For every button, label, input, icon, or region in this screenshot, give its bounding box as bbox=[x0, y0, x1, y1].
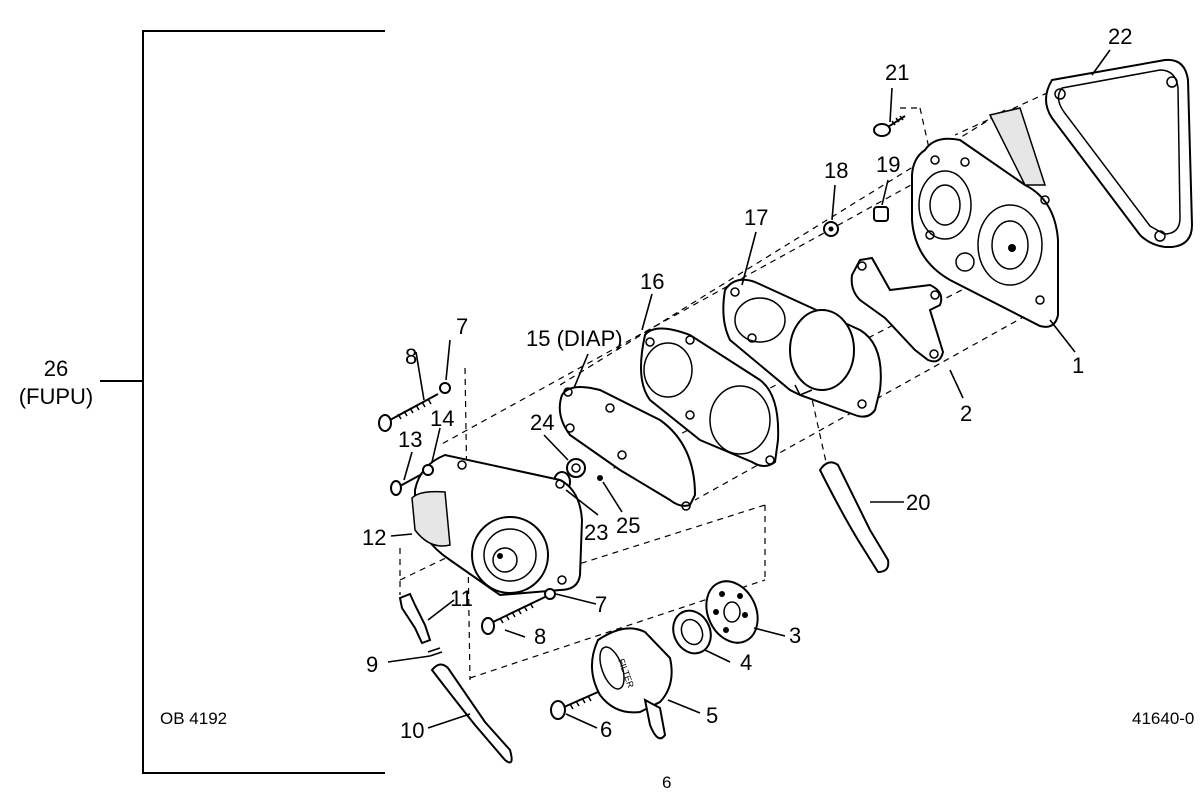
part-18-nut bbox=[823, 221, 839, 237]
callout-10: 10 bbox=[400, 718, 424, 743]
callout-12: 12 bbox=[362, 525, 386, 550]
callout-17: 17 bbox=[744, 205, 768, 230]
callout-20: 20 bbox=[906, 490, 930, 515]
part-6-screw bbox=[550, 691, 599, 720]
part-12-pump-cover bbox=[411, 453, 584, 597]
part-7-washer-lower bbox=[544, 588, 556, 600]
part-25-pin bbox=[597, 475, 603, 481]
callout-5: 5 bbox=[706, 703, 718, 728]
figure-ref-left: OB 4192 bbox=[160, 709, 227, 728]
part-4-gasket-ring bbox=[672, 609, 712, 655]
callout-labels: 22 21 19 18 17 16 15 (DIAP) 1 2 20 8 7 1… bbox=[362, 24, 1132, 743]
callout-7-lower: 7 bbox=[595, 592, 607, 617]
part-17-valve-body bbox=[722, 278, 882, 418]
callout-18: 18 bbox=[824, 158, 848, 183]
part-15-diaphragm bbox=[558, 385, 697, 511]
callout-16: 16 bbox=[640, 269, 664, 294]
callout-2: 2 bbox=[960, 401, 972, 426]
callout-15: 15 (DIAP) bbox=[526, 326, 623, 351]
part-24-nut bbox=[566, 458, 586, 478]
part-8-screw-lower bbox=[481, 596, 546, 635]
callout-24: 24 bbox=[530, 410, 554, 435]
part-5-filter-cover: FILTER bbox=[591, 627, 673, 740]
part-10-hose bbox=[430, 663, 513, 764]
assembly-name: (FUPU) bbox=[19, 384, 94, 409]
part-19-plug bbox=[873, 206, 889, 222]
figure-ref-right: 41640-0 bbox=[1132, 709, 1194, 728]
part-14-washer bbox=[422, 464, 434, 476]
callout-25: 25 bbox=[616, 513, 640, 538]
callout-1: 1 bbox=[1072, 353, 1084, 378]
leader-lines bbox=[387, 49, 1111, 729]
callout-21: 21 bbox=[885, 60, 909, 85]
callout-6: 6 bbox=[600, 717, 612, 742]
part-16-gasket bbox=[640, 327, 780, 467]
callout-7-upper: 7 bbox=[456, 314, 468, 339]
callout-11: 11 bbox=[450, 586, 473, 611]
callout-14: 14 bbox=[430, 406, 454, 431]
part-7-washer-upper bbox=[439, 382, 451, 394]
assembly-bracket bbox=[100, 30, 385, 774]
part-9-clamp bbox=[427, 647, 443, 657]
callout-22: 22 bbox=[1108, 24, 1132, 49]
part-1-pump-body bbox=[911, 107, 1059, 328]
part-11-fitting bbox=[398, 592, 432, 645]
callout-9: 9 bbox=[366, 652, 378, 677]
callout-23: 23 bbox=[584, 520, 608, 545]
part-22-gasket bbox=[1045, 58, 1194, 248]
callout-13: 13 bbox=[398, 427, 422, 452]
callout-4: 4 bbox=[740, 650, 752, 675]
callout-19: 19 bbox=[876, 152, 900, 177]
part-20-hose bbox=[818, 461, 890, 574]
callout-8-upper: 8 bbox=[405, 344, 417, 369]
page-number: 6 bbox=[662, 773, 671, 792]
part-2-plate bbox=[850, 256, 945, 363]
part-13-screw bbox=[390, 473, 423, 496]
part-8-screw-upper bbox=[378, 393, 439, 432]
assembly-label: 26 (FUPU) bbox=[19, 356, 94, 409]
assembly-number: 26 bbox=[44, 356, 68, 381]
callout-3: 3 bbox=[789, 623, 801, 648]
part-3-filter-screen bbox=[705, 580, 759, 644]
part-21-screw bbox=[873, 115, 906, 137]
callout-8-lower: 8 bbox=[534, 624, 546, 649]
